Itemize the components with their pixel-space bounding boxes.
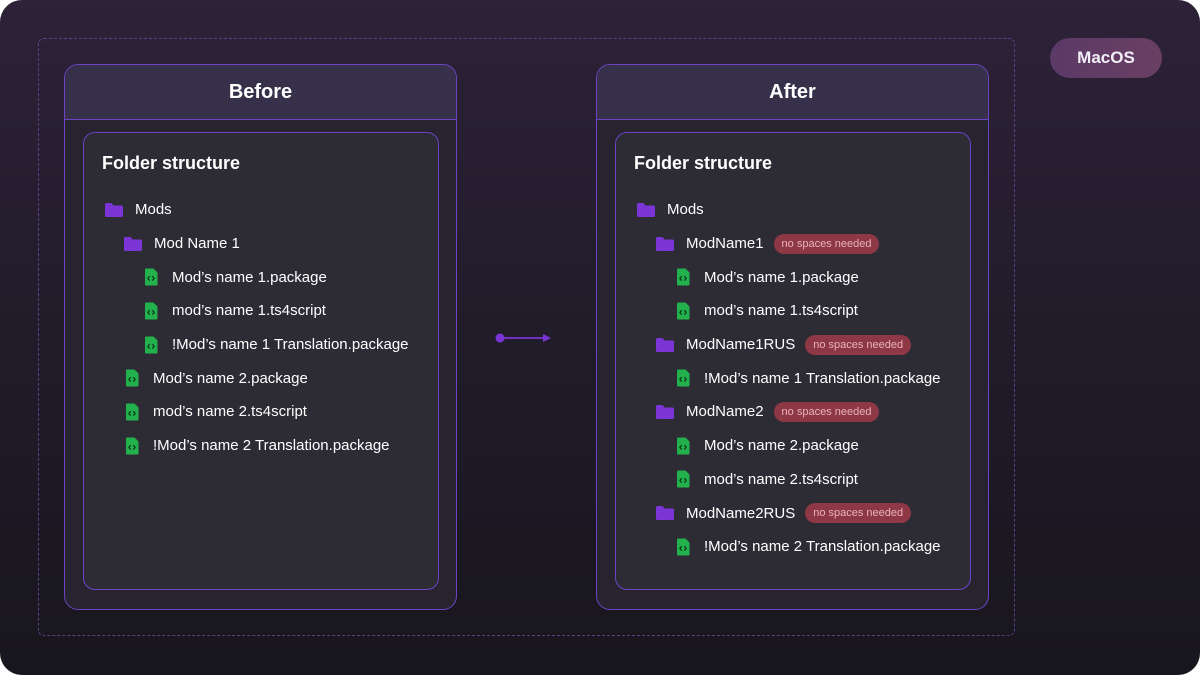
folder-name: ModName2 xyxy=(686,403,764,421)
folder-icon xyxy=(656,506,674,521)
file-row: Mod’s name 1.package xyxy=(84,260,438,294)
folder-icon xyxy=(656,337,674,352)
file-name: !Mod’s name 1 Translation.package xyxy=(172,336,409,354)
folder-icon xyxy=(656,236,674,251)
file-icon xyxy=(126,403,139,421)
file-row: mod’s name 1.ts4script xyxy=(84,294,438,328)
file-row: mod’s name 2.ts4script xyxy=(84,395,438,429)
dashed-frame xyxy=(38,38,1015,636)
file-name: !Mod’s name 2 Translation.package xyxy=(704,538,941,556)
folder-row: ModName1 no spaces needed xyxy=(616,227,970,261)
folder-name: Mods xyxy=(135,201,172,219)
file-name: mod’s name 2.ts4script xyxy=(153,403,307,421)
file-row: Mod’s name 1.package xyxy=(616,260,970,294)
before-panel-title: Before xyxy=(65,65,456,120)
folder-row: Mods xyxy=(616,193,970,227)
file-name: Mod’s name 2.package xyxy=(153,369,308,387)
no-spaces-tag: no spaces needed xyxy=(773,401,880,422)
file-icon xyxy=(145,336,158,354)
folder-name: ModName2RUS xyxy=(686,504,796,522)
file-row: mod’s name 1.ts4script xyxy=(616,294,970,328)
file-name: !Mod’s name 2 Translation.package xyxy=(153,437,390,455)
folder-name: Mod Name 1 xyxy=(154,235,240,253)
arrow-head xyxy=(543,334,551,342)
file-row: Mod’s name 2.package xyxy=(84,361,438,395)
before-card-title: Folder structure xyxy=(102,153,241,173)
file-name: mod’s name 1.ts4script xyxy=(172,302,326,320)
file-icon xyxy=(145,268,158,286)
folder-icon xyxy=(105,202,123,217)
arrow-start-dot xyxy=(495,333,505,343)
file-icon xyxy=(677,470,690,488)
file-icon xyxy=(126,369,139,387)
file-row: mod’s name 2.ts4script xyxy=(616,463,970,497)
after-card-title: Folder structure xyxy=(634,153,773,173)
file-icon xyxy=(677,302,690,320)
file-icon xyxy=(145,302,158,320)
os-badge: MacOS xyxy=(1050,38,1162,78)
folder-name: Mods xyxy=(667,201,704,219)
file-name: mod’s name 2.ts4script xyxy=(704,470,858,488)
file-icon xyxy=(677,369,690,387)
file-icon xyxy=(126,437,139,455)
file-name: mod’s name 1.ts4script xyxy=(704,302,858,320)
folder-row: Mod Name 1 xyxy=(84,227,438,261)
file-icon xyxy=(677,538,690,556)
folder-name: ModName1 xyxy=(686,235,764,253)
file-row: !Mod’s name 2 Translation.package xyxy=(616,530,970,564)
file-row: !Mod’s name 1 Translation.package xyxy=(84,328,438,362)
no-spaces-tag: no spaces needed xyxy=(773,233,880,254)
folder-row: ModName2 no spaces needed xyxy=(616,395,970,429)
file-row: !Mod’s name 1 Translation.package xyxy=(616,361,970,395)
file-name: Mod’s name 1.package xyxy=(704,268,859,286)
file-name: !Mod’s name 1 Translation.package xyxy=(704,369,941,387)
after-panel-title: After xyxy=(597,65,988,120)
file-row: !Mod’s name 2 Translation.package xyxy=(84,429,438,463)
no-spaces-tag: no spaces needed xyxy=(805,503,912,524)
file-name: Mod’s name 2.package xyxy=(704,437,859,455)
file-row: Mod’s name 2.package xyxy=(616,429,970,463)
transform-arrow xyxy=(495,333,551,343)
folder-row: Mods xyxy=(84,193,438,227)
folder-row: ModName2RUS no spaces needed xyxy=(616,496,970,530)
folder-row: ModName1RUS no spaces needed xyxy=(616,328,970,362)
file-icon xyxy=(677,437,690,455)
folder-icon xyxy=(656,404,674,419)
no-spaces-tag: no spaces needed xyxy=(805,334,912,355)
folder-name: ModName1RUS xyxy=(686,336,796,354)
file-name: Mod’s name 1.package xyxy=(172,268,327,286)
folder-icon xyxy=(637,202,655,217)
folder-icon xyxy=(124,236,142,251)
file-icon xyxy=(677,268,690,286)
